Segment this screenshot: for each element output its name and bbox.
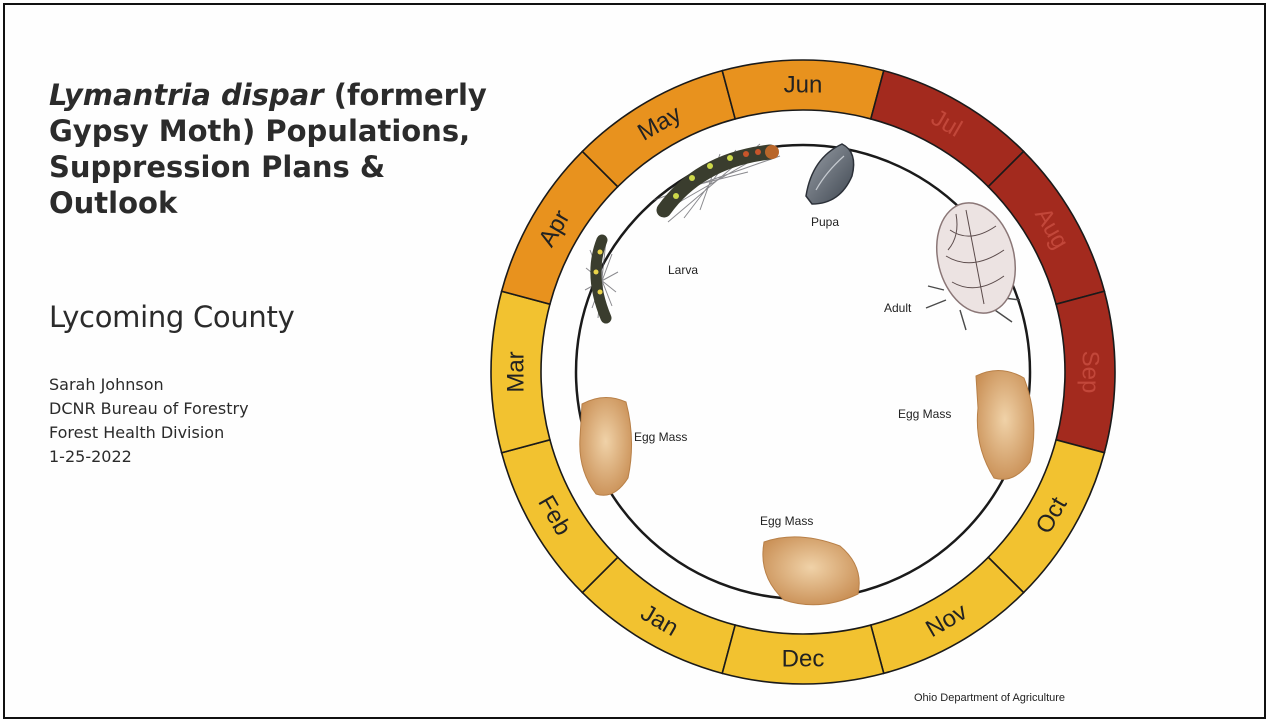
month-label-jun: Jun [784,72,823,99]
egg-mass-bottom-illustration [763,537,859,605]
egg-mass-right-illustration [976,370,1034,479]
pupa-label: Pupa [811,215,839,229]
adult-label: Adult [884,301,912,315]
month-label-sep: Sep [1077,351,1104,394]
egg-mass-left-label: Egg Mass [634,430,687,444]
egg-mass-bottom-label: Egg Mass [760,514,813,528]
egg-mass-left-illustration [580,397,632,495]
pupa-illustration [806,144,854,204]
month-label-mar: Mar [503,351,530,392]
larva-label: Larva [668,263,698,277]
month-label-dec: Dec [782,646,825,673]
egg-mass-right-label: Egg Mass [898,407,951,421]
image-credit: Ohio Department of Agriculture [914,692,1065,704]
adult-moth-illustration [926,194,1027,330]
